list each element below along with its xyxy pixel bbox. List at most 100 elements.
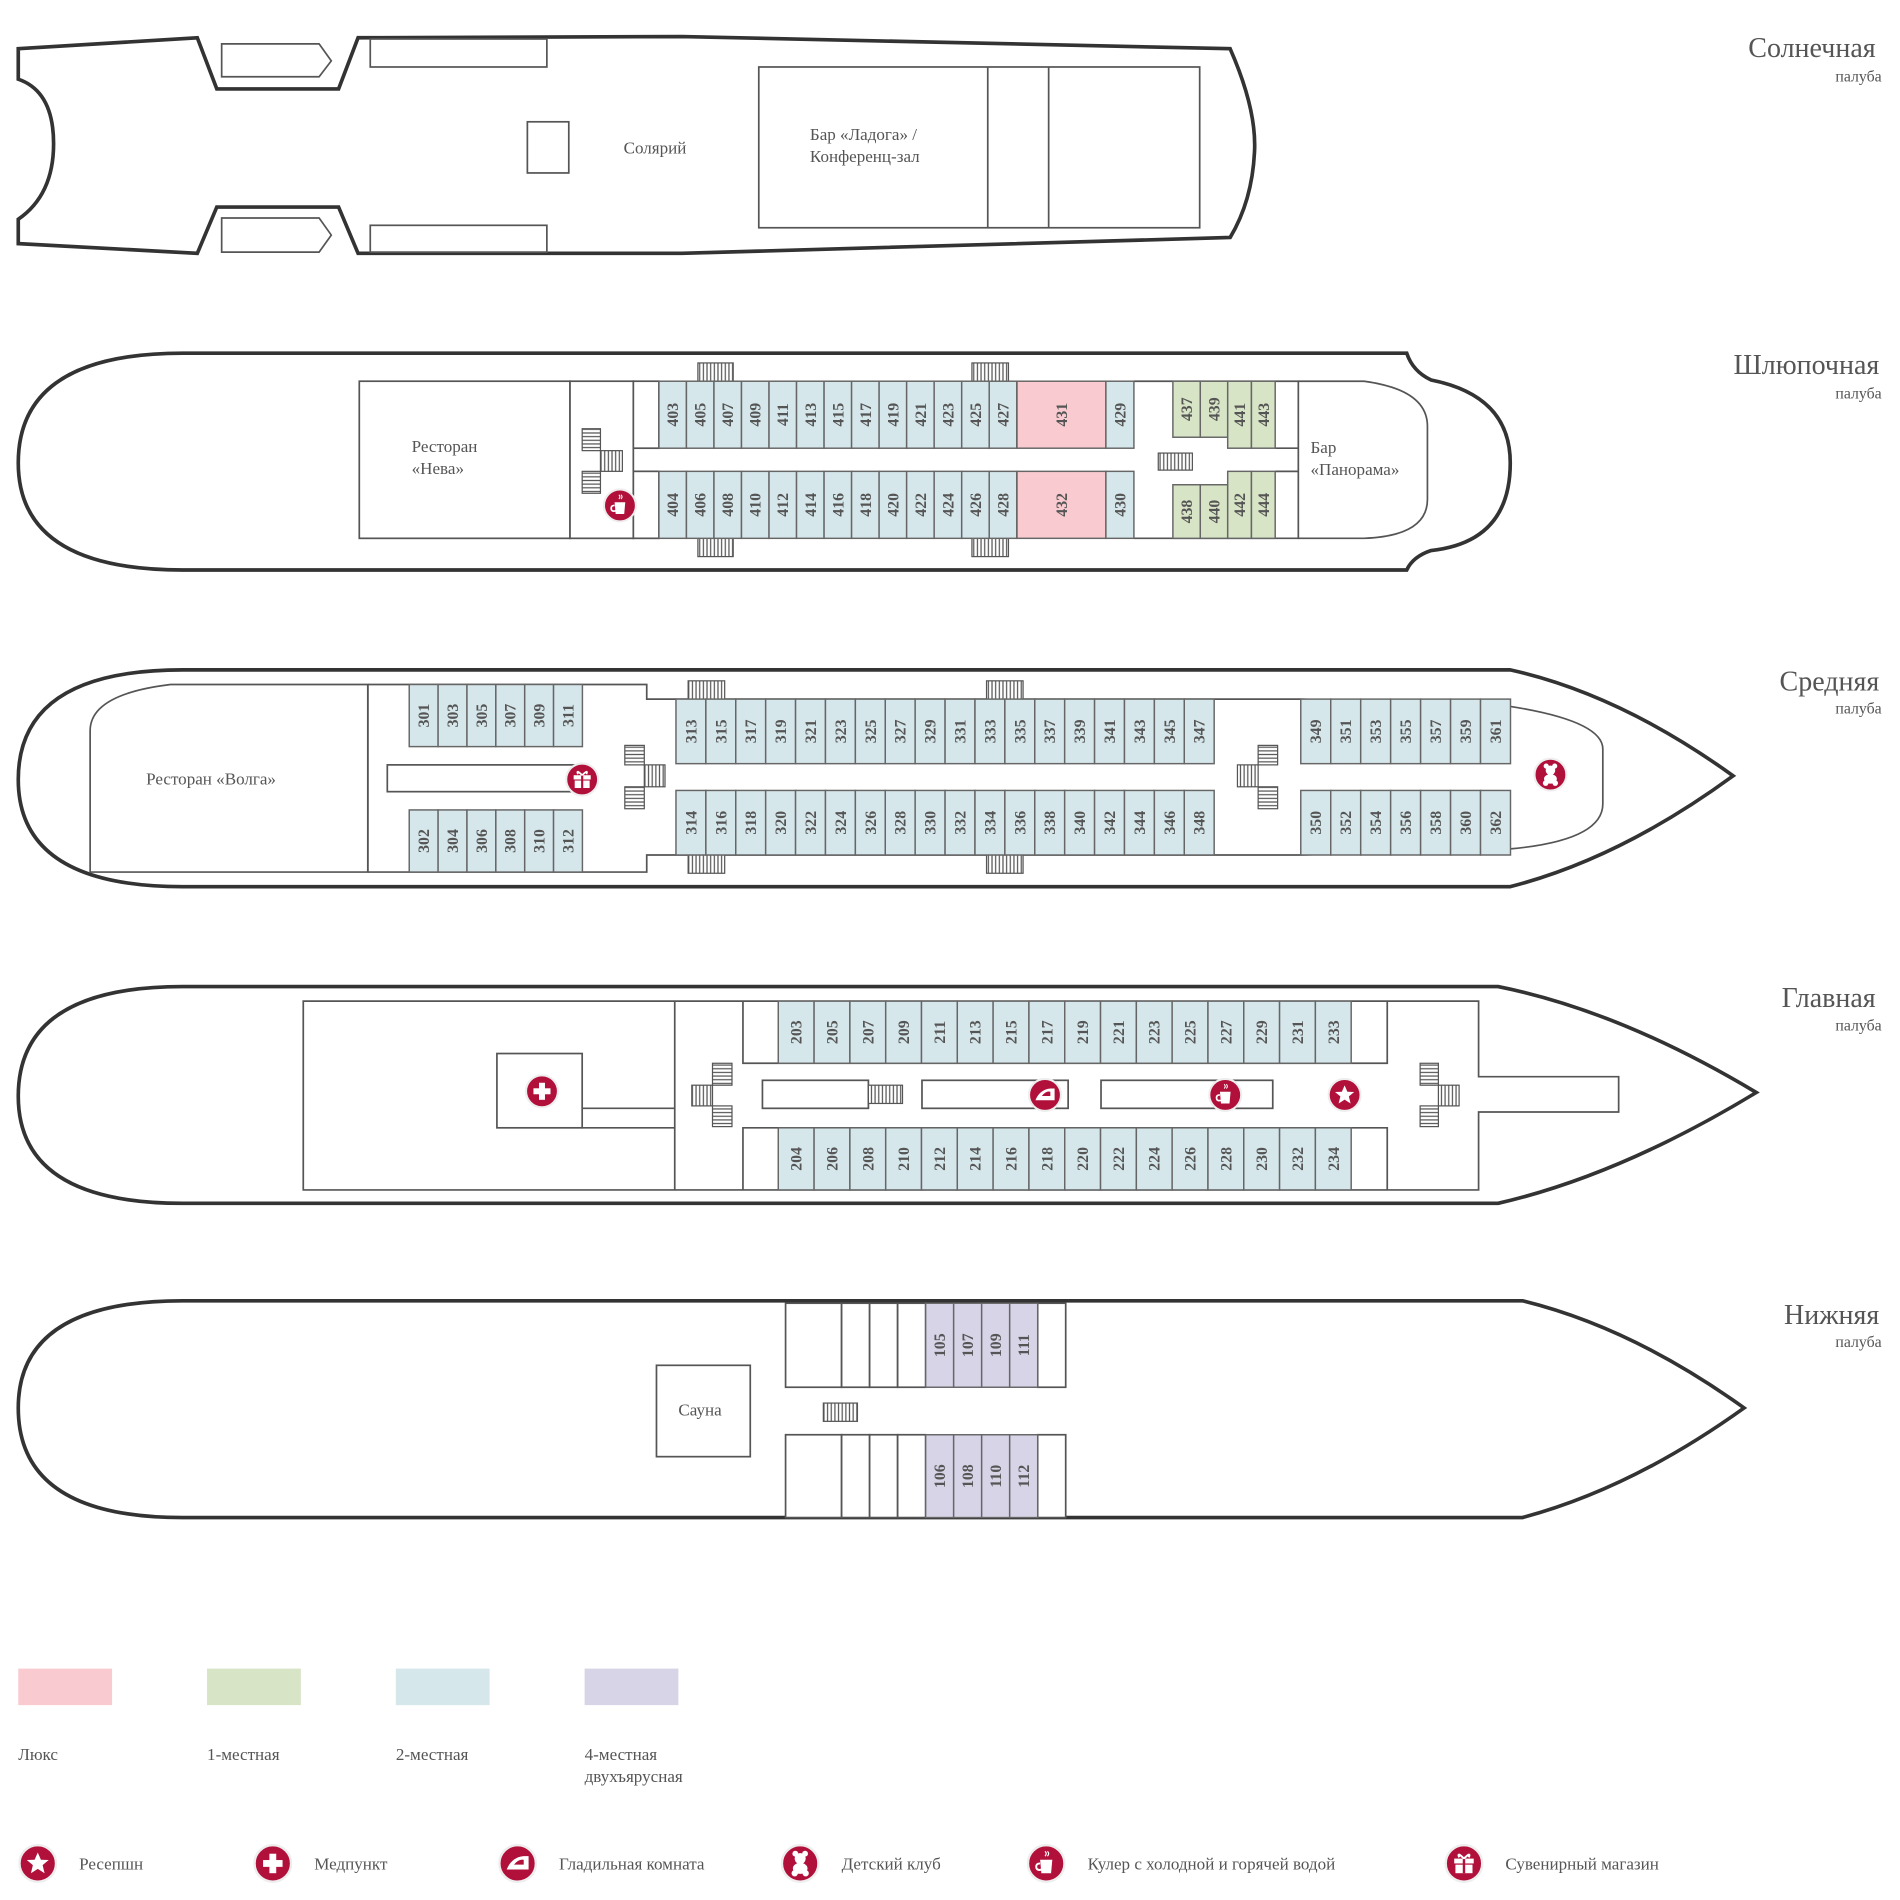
cabin-203[interactable]: 203 [777, 1000, 815, 1064]
cabin-312[interactable]: 312 [552, 809, 584, 873]
cabin-222[interactable]: 222 [1099, 1127, 1138, 1191]
cabin-206[interactable]: 206 [813, 1127, 851, 1191]
cabin-356[interactable]: 356 [1389, 789, 1422, 856]
cabin-225[interactable]: 225 [1171, 1000, 1209, 1064]
cabin-208[interactable]: 208 [849, 1127, 887, 1191]
cabin-223[interactable]: 223 [1135, 1000, 1173, 1064]
cabin-302[interactable]: 302 [408, 809, 439, 873]
cabin-354[interactable]: 354 [1359, 789, 1392, 856]
cabin-342[interactable]: 342 [1093, 789, 1126, 856]
cabin-309[interactable]: 309 [523, 683, 555, 748]
cabin-349[interactable]: 349 [1300, 698, 1332, 765]
cabin-205[interactable]: 205 [813, 1000, 851, 1064]
cabin-232[interactable]: 232 [1278, 1127, 1317, 1191]
cabin-213[interactable]: 213 [956, 1000, 994, 1064]
cabin-216[interactable]: 216 [992, 1127, 1030, 1191]
cabin-403[interactable]: 403 [658, 380, 688, 449]
cabin-224[interactable]: 224 [1135, 1127, 1173, 1191]
cabin-327[interactable]: 327 [884, 698, 916, 765]
cabin-343[interactable]: 343 [1123, 698, 1156, 765]
cabin-443[interactable]: 443 [1250, 380, 1276, 449]
cabin-338[interactable]: 338 [1034, 789, 1066, 856]
cabin-442[interactable]: 442 [1226, 470, 1253, 540]
cabin-351[interactable]: 351 [1329, 698, 1362, 765]
cabin-417[interactable]: 417 [850, 380, 880, 449]
cabin-352[interactable]: 352 [1329, 789, 1362, 856]
cabin-418[interactable]: 418 [850, 470, 880, 540]
cabin-316[interactable]: 316 [705, 789, 737, 856]
cabin-304[interactable]: 304 [437, 809, 468, 873]
cabin-414[interactable]: 414 [795, 470, 825, 540]
cabin-219[interactable]: 219 [1064, 1000, 1102, 1064]
cabin-333[interactable]: 333 [974, 698, 1006, 765]
cabin-108[interactable]: 108 [952, 1434, 983, 1519]
cabin-234[interactable]: 234 [1314, 1127, 1352, 1191]
cabin-337[interactable]: 337 [1034, 698, 1066, 765]
cabin-211[interactable]: 211 [920, 1000, 959, 1064]
cabin-107[interactable]: 107 [952, 1302, 983, 1388]
cabin-440[interactable]: 440 [1199, 484, 1229, 540]
cabin-324[interactable]: 324 [824, 789, 857, 856]
cabin-317[interactable]: 317 [735, 698, 767, 765]
cabin-421[interactable]: 421 [905, 380, 935, 449]
cabin-358[interactable]: 358 [1419, 789, 1452, 856]
cabin-355[interactable]: 355 [1389, 698, 1422, 765]
cabin-322[interactable]: 322 [794, 789, 827, 856]
cabin-109[interactable]: 109 [980, 1302, 1011, 1388]
cabin-112[interactable]: 112 [1008, 1434, 1039, 1519]
cabin-227[interactable]: 227 [1207, 1000, 1245, 1064]
cabin-415[interactable]: 415 [823, 380, 853, 449]
cabin-209[interactable]: 209 [884, 1000, 923, 1064]
cabin-439[interactable]: 439 [1199, 380, 1229, 438]
cabin-315[interactable]: 315 [705, 698, 737, 765]
cabin-308[interactable]: 308 [495, 809, 526, 873]
cabin-229[interactable]: 229 [1243, 1000, 1281, 1064]
cabin-410[interactable]: 410 [740, 470, 770, 540]
cabin-437[interactable]: 437 [1172, 380, 1202, 438]
cabin-336[interactable]: 336 [1004, 789, 1036, 856]
cabin-422[interactable]: 422 [905, 470, 935, 540]
cabin-210[interactable]: 210 [884, 1127, 923, 1191]
cabin-204[interactable]: 204 [777, 1127, 815, 1191]
cabin-350[interactable]: 350 [1300, 789, 1332, 856]
cabin-335[interactable]: 335 [1004, 698, 1036, 765]
cabin-326[interactable]: 326 [854, 789, 886, 856]
cabin-339[interactable]: 339 [1063, 698, 1096, 765]
cabin-318[interactable]: 318 [735, 789, 767, 856]
cabin-404[interactable]: 404 [658, 470, 688, 540]
cabin-212[interactable]: 212 [920, 1127, 959, 1191]
cabin-330[interactable]: 330 [914, 789, 946, 856]
cabin-407[interactable]: 407 [713, 380, 743, 449]
cabin-215[interactable]: 215 [992, 1000, 1030, 1064]
cabin-420[interactable]: 420 [878, 470, 908, 540]
cabin-361[interactable]: 361 [1479, 698, 1512, 765]
cabin-359[interactable]: 359 [1449, 698, 1482, 765]
cabin-307[interactable]: 307 [495, 683, 526, 748]
cabin-405[interactable]: 405 [685, 380, 715, 449]
cabin-220[interactable]: 220 [1064, 1127, 1102, 1191]
cabin-344[interactable]: 344 [1123, 789, 1156, 856]
cabin-431[interactable]: 431 [1016, 380, 1107, 449]
cabin-427[interactable]: 427 [988, 380, 1018, 449]
cabin-320[interactable]: 320 [764, 789, 797, 856]
cabin-409[interactable]: 409 [740, 380, 770, 449]
cabin-111[interactable]: 111 [1008, 1302, 1039, 1388]
cabin-408[interactable]: 408 [713, 470, 743, 540]
cabin-341[interactable]: 341 [1093, 698, 1126, 765]
cabin-411[interactable]: 411 [768, 380, 798, 449]
cabin-348[interactable]: 348 [1183, 789, 1215, 856]
cabin-334[interactable]: 334 [974, 789, 1006, 856]
cabin-328[interactable]: 328 [884, 789, 916, 856]
cabin-423[interactable]: 423 [933, 380, 963, 449]
cabin-321[interactable]: 321 [794, 698, 827, 765]
cabin-306[interactable]: 306 [466, 809, 497, 873]
cabin-362[interactable]: 362 [1479, 789, 1512, 856]
cabin-428[interactable]: 428 [988, 470, 1018, 540]
cabin-314[interactable]: 314 [675, 789, 707, 856]
cabin-438[interactable]: 438 [1172, 484, 1202, 540]
cabin-218[interactable]: 218 [1028, 1127, 1066, 1191]
cabin-432[interactable]: 432 [1016, 470, 1107, 540]
cabin-323[interactable]: 323 [824, 698, 857, 765]
cabin-332[interactable]: 332 [944, 789, 976, 856]
cabin-360[interactable]: 360 [1449, 789, 1482, 856]
